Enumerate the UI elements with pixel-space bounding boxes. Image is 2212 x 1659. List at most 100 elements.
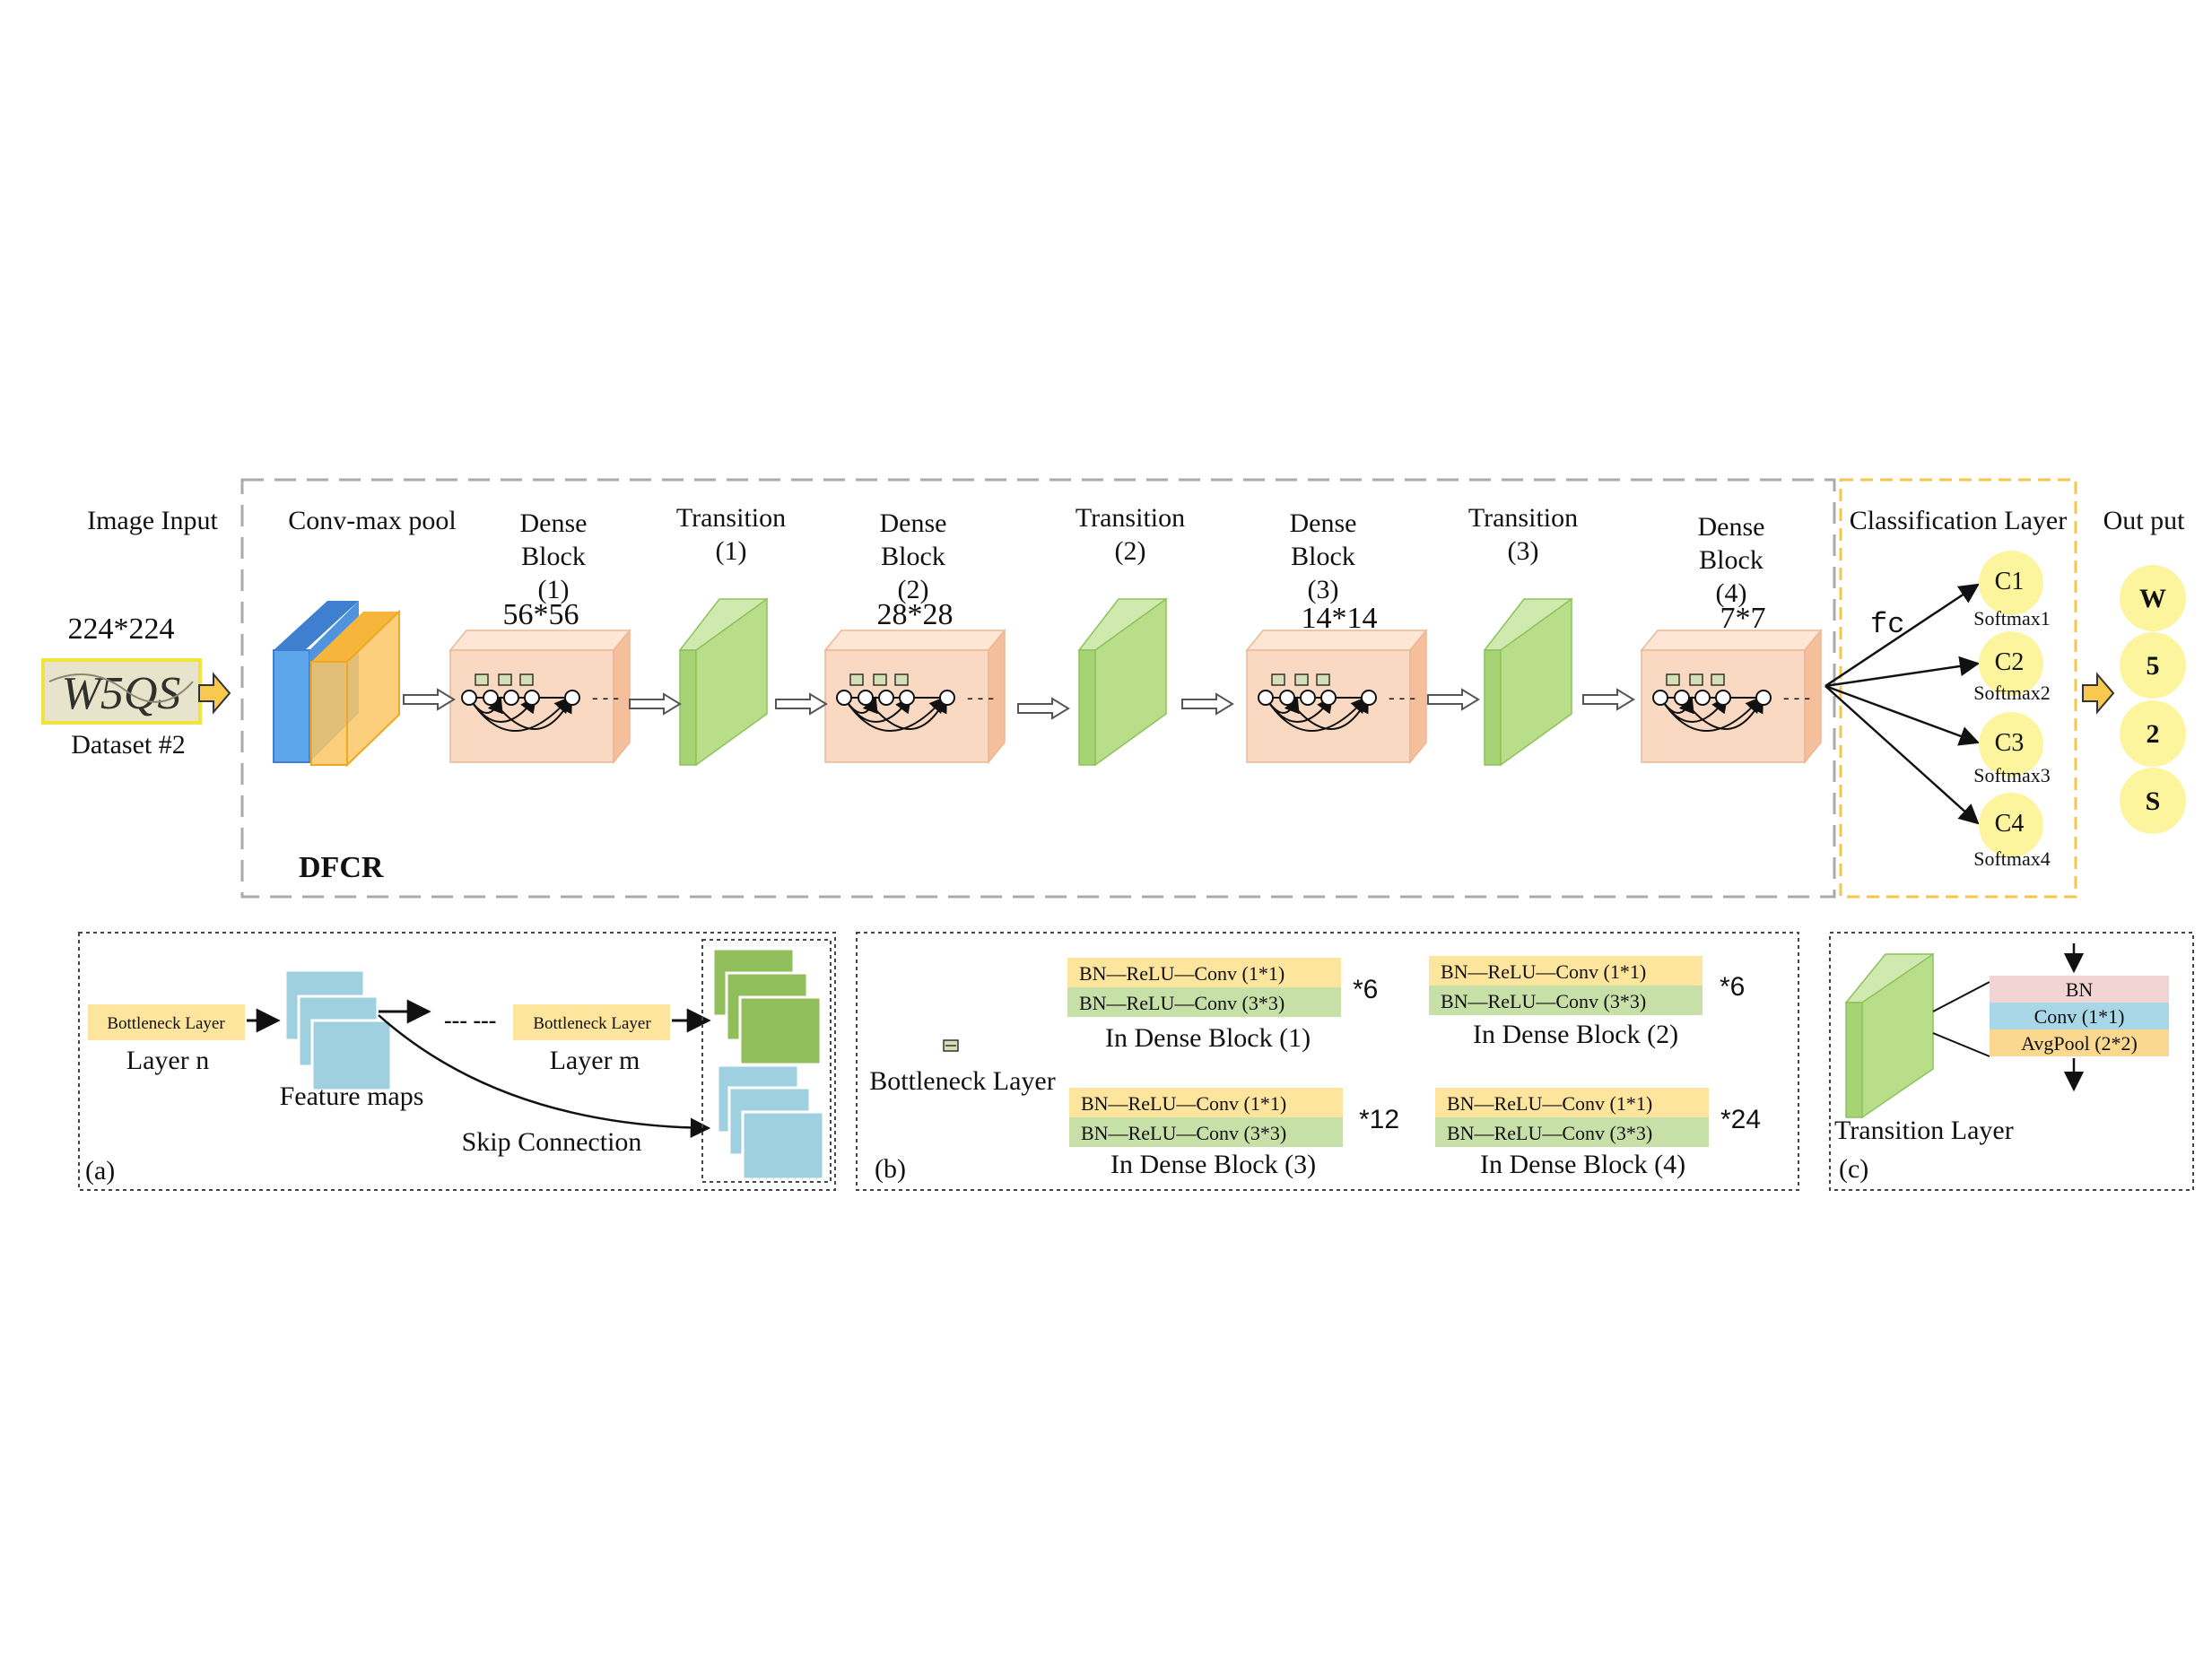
panel-a-bottleneck-m [513,1004,670,1040]
concat-green-maps [711,947,823,1066]
dfcr-frame [240,478,1836,899]
transition-1 [678,597,769,767]
db3-multiplier: *12 [1359,1105,1399,1134]
flow-arrow-2 [629,693,681,715]
classifier-c2 [1979,631,2043,696]
dense-block-3-title-2: Block [1291,542,1355,571]
transition-2 [1077,597,1168,767]
output-char-1 [2120,565,2186,631]
classifier-c3 [1979,712,2043,777]
transition-2-index: (2) [1115,536,1146,566]
classifier-c1-label: C1 [1995,568,2025,595]
skip-connection-label: Skip Connection [462,1127,642,1157]
panel-a-layer-n: Layer n [126,1046,209,1075]
panel-c-transition-slab [1844,952,1935,1119]
captcha-image: W5QS [41,658,202,725]
dense-block-3-title: Dense [1290,508,1357,538]
transition-conv [1990,1003,2169,1029]
softmax-3-label: Softmax3 [1973,764,2051,786]
flow-arrow-4 [1017,698,1069,719]
dense-block-4: - - - [1640,628,1823,765]
panel-a-layer-m: Layer m [550,1046,640,1075]
dense-block-1-title-2: Block [521,542,586,571]
db4-row1-label: BN—ReLU—Conv (1*1) [1447,1092,1652,1115]
feature-maps [283,968,393,1092]
output-char-3 [2120,700,2186,767]
classifier-c2-label: C2 [1995,648,2025,676]
db2-multiplier: *6 [1720,972,1745,1002]
dense-block-4-size: 7*7 [1720,602,1766,635]
conv-block [273,601,400,768]
panel-b-tag: (b) [875,1154,906,1184]
db4-caption: In Dense Block (4) [1480,1150,1685,1179]
output-char-2 [2120,632,2186,699]
dense-block-2-size: 28*28 [877,598,954,631]
svg-text:- - -: - - - [1783,688,1810,708]
panel-a-ellipsis: --- --- [444,1007,496,1033]
dense-block-1-title: Dense [520,508,588,538]
conv-max-pool-label: Conv-max pool [288,506,457,535]
softmax-1-label: Softmax1 [1973,607,2051,630]
concat-output-frame [701,939,832,1183]
svg-text:- - -: - - - [967,688,994,708]
svg-text:- - -: - - - [1389,688,1415,708]
db4-row2 [1435,1117,1709,1147]
dataset-label: Dataset #2 [71,730,185,760]
dense-block-4-index: (4) [1716,578,1747,608]
db3-row1 [1069,1088,1343,1117]
flow-arrow-6 [1427,689,1479,710]
db3-row2 [1069,1117,1343,1147]
db4-multiplier: *24 [1720,1105,1761,1134]
dense-block-2-title: Dense [880,508,947,538]
db3-row1-label: BN—ReLU—Conv (1*1) [1081,1092,1286,1115]
dense-block-1: - - - [448,628,631,765]
bottleneck-legend-icon [943,1039,959,1052]
transition-3-index: (3) [1508,536,1539,566]
transition-3-title: Transition [1468,503,1578,533]
dense-block-3-size: 14*14 [1302,602,1378,635]
svg-text:- - -: - - - [592,688,619,708]
flow-arrow-3 [775,693,827,715]
db3-row2-label: BN—ReLU—Conv (3*3) [1081,1122,1286,1144]
feature-maps-label: Feature maps [280,1081,424,1111]
panel-c-link-bottom [1932,1032,1990,1057]
fc-connections [1824,583,1981,825]
panel-a-frame [78,932,836,1191]
db2-row2-label: BN—ReLU—Conv (3*3) [1441,990,1646,1012]
dense-block-3: - - - [1245,628,1428,765]
classification-frame [1839,478,2077,899]
db4-row2-label: BN—ReLU—Conv (3*3) [1447,1122,1652,1144]
panel-b-frame [856,932,1799,1191]
db2-row1 [1429,956,1703,986]
dense-block-4-title: Dense [1698,512,1765,542]
panel-a-bottleneck-m-label: Bottleneck Layer [533,1014,651,1033]
classification-layer-label: Classification Layer [1850,506,2067,535]
db4-row1 [1435,1088,1709,1117]
dense-block-2: - - - [823,628,1006,765]
panel-a-bottleneck-n-label: Bottleneck Layer [107,1014,225,1033]
db2-row1-label: BN—ReLU—Conv (1*1) [1441,960,1646,983]
dense-block-2-index: (2) [898,575,929,604]
db3-caption: In Dense Block (3) [1110,1150,1316,1179]
transition-bn [1990,976,2169,1003]
transition-avgpool-label: AvgPool (2*2) [2021,1032,2138,1055]
panel-c-link-top [1932,981,1990,1012]
db2-row2 [1429,986,1703,1015]
db1-row1-label: BN—ReLU—Conv (1*1) [1079,962,1285,985]
transition-layer-label: Transition Layer [1834,1116,2014,1145]
db1-multiplier: *6 [1353,975,1378,1004]
panel-c-tag: (c) [1839,1154,1868,1184]
panel-a-tag: (a) [85,1156,115,1186]
input-size-label: 224*224 [68,612,175,646]
skip-connection-arrow [378,1014,711,1138]
output-char-4 [2120,768,2186,834]
panel-a-bottleneck-n [88,1004,245,1040]
input-arrow [198,672,231,715]
dense-block-1-size: 56*56 [503,598,579,631]
transition-3 [1483,597,1573,767]
flow-arrow-5 [1181,693,1233,715]
softmax-2-label: Softmax2 [1973,682,2051,704]
transition-conv-label: Conv (1*1) [2034,1005,2125,1028]
fc-label: fc [1870,608,1904,641]
